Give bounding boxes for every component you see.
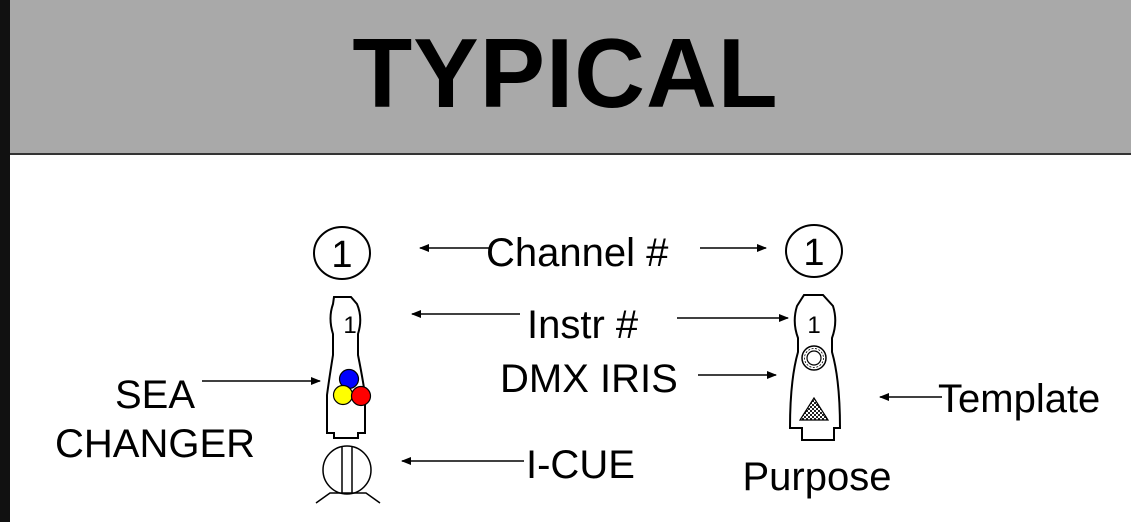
template-label: Template — [938, 377, 1100, 421]
purpose-label: Purpose — [743, 455, 892, 499]
icue-label: I-CUE — [526, 443, 635, 487]
page-title: TYPICAL — [352, 18, 779, 128]
left-instr-number: 1 — [343, 312, 356, 339]
right-fixture-body: 1 — [788, 294, 842, 441]
template-gobo-icon — [798, 396, 830, 421]
gel-yellow-dot — [332, 384, 354, 406]
left-channel-number: 1 — [331, 234, 352, 276]
iris-icon — [801, 345, 827, 371]
changer-label: CHANGER — [55, 422, 255, 466]
right-channel-circle: 1 — [785, 224, 843, 278]
left-fixture-body: 1 — [326, 296, 372, 439]
right-channel-number: 1 — [803, 232, 824, 274]
header-bar — [0, 0, 1131, 155]
left-border — [0, 0, 10, 522]
instr-label: Instr # — [527, 303, 639, 347]
dmx-iris-label: DMX IRIS — [500, 357, 678, 401]
right-instr-number: 1 — [807, 312, 820, 339]
gel-red-dot — [350, 385, 372, 407]
left-channel-circle: 1 — [313, 226, 371, 280]
icue-icon — [315, 445, 381, 504]
sea-label: SEA — [115, 373, 195, 417]
channel-label: Channel # — [486, 231, 669, 275]
